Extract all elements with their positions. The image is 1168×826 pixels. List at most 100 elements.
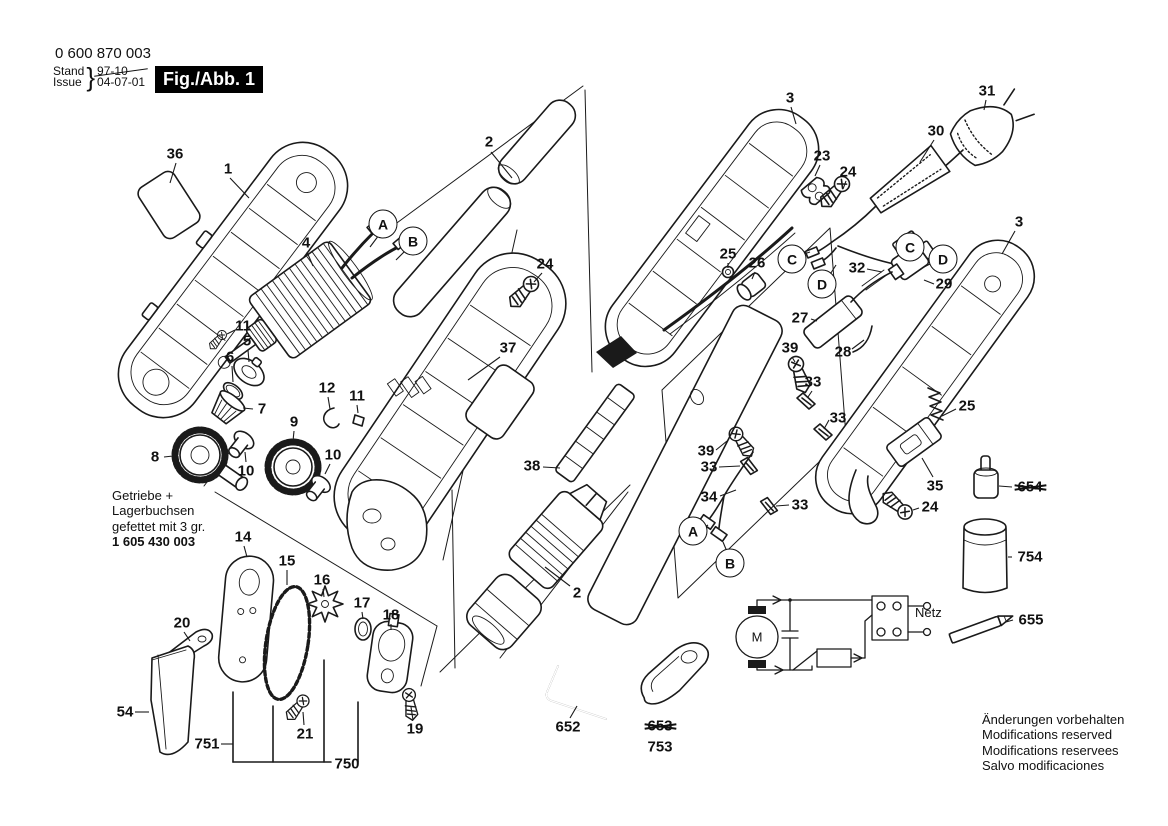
- leader-line: [163, 455, 174, 458]
- collet-body: [508, 483, 608, 590]
- cover-18: [366, 612, 414, 694]
- leader-line: [719, 489, 737, 497]
- callout-circle-A: A: [368, 209, 398, 239]
- part-label-31: 31: [978, 82, 996, 100]
- housing-half-1: [117, 141, 349, 419]
- leader-line: [183, 631, 191, 642]
- motor-armature: [217, 240, 373, 369]
- leader-line: [866, 268, 883, 273]
- cone-bushing-7: [211, 390, 246, 425]
- part-label-11: 11: [349, 387, 365, 405]
- spring-25: [927, 387, 944, 421]
- leader-line: [243, 545, 248, 558]
- motor-label: M: [751, 629, 763, 645]
- part-label-54: 54: [116, 703, 134, 721]
- part-label-653: 653: [647, 717, 673, 735]
- housing-hook: [848, 469, 879, 525]
- collet-nut: [466, 573, 542, 651]
- leader-line: [533, 272, 543, 283]
- part-label-25: 25: [958, 397, 976, 415]
- chain-15: [262, 584, 312, 702]
- sticker-36: [137, 170, 201, 240]
- part-label-2: 2: [572, 584, 582, 602]
- part-label-38: 38: [523, 457, 541, 475]
- issue-date: 04-07-01: [97, 75, 146, 89]
- part-label-1: 1: [223, 160, 233, 178]
- part-label-652: 652: [555, 718, 581, 736]
- leader-line: [790, 106, 797, 125]
- leader-line: [807, 390, 813, 398]
- applicator-655: [948, 615, 1014, 644]
- part-label-35: 35: [926, 477, 944, 495]
- housing-half-3-right: [814, 239, 1036, 515]
- part-label-33: 33: [829, 409, 847, 427]
- leader-line: [842, 180, 847, 190]
- leader-line: [247, 349, 250, 363]
- callout-circle-D: D: [928, 244, 958, 274]
- part-label-25: 25: [719, 245, 737, 263]
- part-label-750: 750: [334, 755, 360, 773]
- part-label-751: 751: [194, 735, 220, 753]
- part-label-12: 12: [318, 379, 336, 397]
- part-label-7: 7: [257, 400, 267, 418]
- callout-circle-A: A: [678, 516, 708, 546]
- callout-circle-D: D: [807, 269, 837, 299]
- part-label-17: 17: [353, 594, 371, 612]
- part-label-34: 34: [700, 488, 718, 506]
- leader-line: [361, 611, 364, 620]
- modifications-notice: Änderungen vorbehalten Modifications res…: [982, 712, 1125, 774]
- leader-line: [324, 463, 331, 475]
- part-label-39: 39: [781, 339, 799, 357]
- leader-line: [292, 430, 295, 442]
- leader-line: [983, 99, 987, 111]
- part-label-15: 15: [278, 552, 296, 570]
- leader-line: [791, 356, 796, 363]
- part-label-19: 19: [406, 720, 424, 738]
- leader-line: [814, 164, 821, 177]
- part-label-5: 5: [242, 332, 252, 350]
- part-label-37: 37: [499, 339, 517, 357]
- button-26: [736, 272, 767, 301]
- bushing-10a: [228, 430, 255, 459]
- figure-label: Fig./Abb. 1: [155, 66, 263, 93]
- sprocket-16: [306, 585, 344, 623]
- part-label-4: 4: [301, 234, 311, 252]
- old-issue-date: 97-10: [97, 65, 145, 77]
- part-label-10: 10: [237, 462, 255, 480]
- part-label-23: 23: [813, 147, 831, 165]
- part-label-20: 20: [173, 614, 191, 632]
- part-label-754: 754: [1017, 548, 1043, 566]
- part-label-27: 27: [791, 309, 809, 327]
- issue-label: Issue: [53, 75, 82, 89]
- part-label-24: 24: [921, 498, 939, 516]
- part-label-29: 29: [935, 275, 953, 293]
- grease-tube-754: [962, 518, 1008, 594]
- leader-line: [242, 407, 254, 410]
- part-label-3: 3: [785, 89, 795, 107]
- capacitor-27: [803, 295, 863, 349]
- shaft-panel: [587, 304, 783, 626]
- leader-line: [851, 339, 865, 350]
- tube-upper-a: [392, 186, 512, 318]
- leader-line: [718, 465, 741, 468]
- part-label-26: 26: [748, 254, 766, 272]
- part-label-753: 753: [647, 738, 673, 756]
- part-label-9: 9: [289, 413, 299, 431]
- bearing-flange-5: [233, 356, 265, 387]
- leader-line: [169, 162, 177, 184]
- callout-circle-B: B: [715, 548, 745, 578]
- leader-line: [941, 408, 957, 417]
- part-label-3: 3: [1014, 213, 1024, 231]
- leader-line: [998, 485, 1013, 488]
- gearbox-boot: [346, 479, 428, 571]
- leader-line: [244, 451, 247, 463]
- housing-half-3-top: [604, 108, 820, 368]
- leader-line: [751, 271, 756, 280]
- leader-line: [569, 705, 578, 719]
- net-label: Netz: [915, 605, 942, 620]
- part-label-36: 36: [166, 145, 184, 163]
- part-label-6: 6: [225, 348, 235, 366]
- brace-glyph: }: [86, 62, 96, 92]
